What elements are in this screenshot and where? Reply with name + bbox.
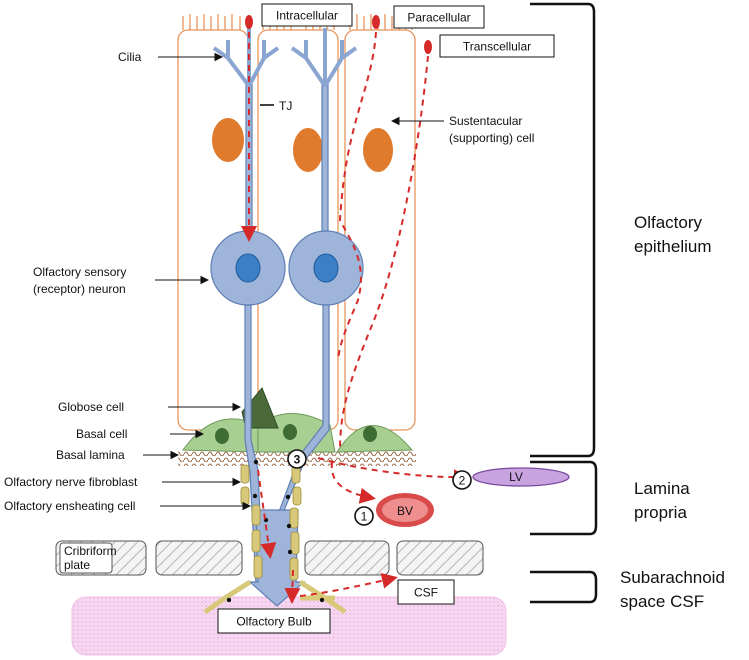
sustentacular-label-line2: (supporting) cell <box>449 131 534 145</box>
cribriform-label-line1: Cribriform <box>64 544 117 558</box>
osn-label-line2: (receptor) neuron <box>33 282 126 296</box>
route-drops <box>245 15 432 54</box>
bv-label: BV <box>397 504 413 518</box>
pointer-arrows <box>143 52 444 511</box>
route-number-2: 2 <box>459 474 466 488</box>
route-to-lv <box>317 457 470 486</box>
ensheathing-cells <box>203 464 347 615</box>
cilia-left <box>212 24 280 88</box>
paracellular-label: Paracellular <box>407 11 470 25</box>
csf-label-box <box>397 579 455 605</box>
route-to-csf <box>299 572 398 597</box>
lymphatic-vessel <box>472 467 570 487</box>
basal-nucleus <box>363 426 377 442</box>
basal-cell-label: Basal cell <box>76 427 127 441</box>
epithelium-label-line2: epithelium <box>634 237 712 256</box>
route-circle-3 <box>287 449 307 469</box>
sustentacular-cells <box>177 14 416 431</box>
tj-label: TJ <box>279 99 292 113</box>
basal-nucleus <box>283 424 297 440</box>
route-paths <box>241 31 470 604</box>
sustentacular-nucleus <box>212 118 244 162</box>
route-circle-1 <box>354 506 374 526</box>
paracellular-route <box>337 31 377 361</box>
cilia-right <box>290 28 358 88</box>
bracket-lamina <box>530 460 598 536</box>
lv-label: LV <box>509 470 523 484</box>
sustentacular-label-line1: Sustentacular <box>449 114 522 128</box>
paracellular-label-box <box>393 5 485 29</box>
epithelium-label-line1: Olfactory <box>634 213 703 232</box>
transcellular-label-box <box>439 34 555 58</box>
cribriform-label-line2: plate <box>64 558 90 572</box>
neuron-nucleus-left <box>235 253 261 283</box>
bracket-epithelium <box>530 2 596 458</box>
route-to-bulb <box>284 569 301 604</box>
neuron-nucleus-right <box>313 253 339 283</box>
osn-label-line1: Olfactory sensory <box>33 265 126 279</box>
cilia-label: Cilia <box>118 50 142 64</box>
lamina-propria-label-line2: propria <box>634 503 687 522</box>
ensheathing-label: Olfactory ensheating cell <box>4 499 135 513</box>
intracellular-label: Intracellular <box>276 9 338 23</box>
subarachnoid-label-line1: Subarachnoid <box>620 568 725 587</box>
subarachnoid-label-line2: space CSF <box>620 592 704 611</box>
dendrite-right <box>321 83 329 241</box>
transcellular-label: Transcellular <box>463 40 531 54</box>
sustentacular-cell-left <box>177 29 249 431</box>
globose-label: Globose cell <box>58 400 124 414</box>
basal-nucleus <box>215 428 229 444</box>
lamina-propria-label-line1: Lamina <box>634 479 690 498</box>
olfactory-bulb-label: Olfactory Bulb <box>236 615 312 629</box>
route-number-3: 3 <box>294 453 301 467</box>
blood-vessel-inner <box>382 498 428 522</box>
route-circle-2 <box>452 470 472 490</box>
csf-label: CSF <box>414 586 438 600</box>
sustentacular-nucleus <box>293 128 323 172</box>
dendrite-left <box>245 83 253 241</box>
fibroblast-label: Olfactory nerve fibroblast <box>4 475 138 489</box>
route-number-1: 1 <box>361 510 368 524</box>
intracellular-label-box <box>261 3 353 27</box>
basal-lamina-label: Basal lamina <box>56 448 125 462</box>
olfactory-bulb-label-box <box>217 608 331 634</box>
region-brackets <box>530 2 598 604</box>
sustentacular-nucleus <box>363 128 393 172</box>
bracket-subarachnoid <box>530 570 598 604</box>
intracellular-route-lower <box>257 469 277 559</box>
cribriform-label-box <box>59 542 113 574</box>
route-to-bv <box>330 461 376 504</box>
